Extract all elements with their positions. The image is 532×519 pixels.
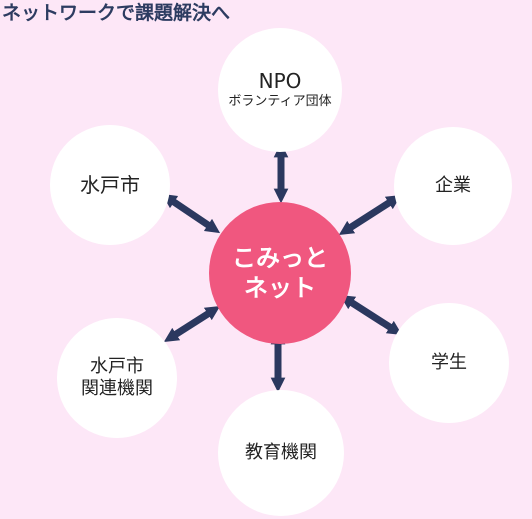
arrow-company [338, 195, 402, 235]
node-city-org-sublabel: 関連機関 [81, 378, 153, 399]
node-npo-sublabel: ボランティア団体 [228, 94, 332, 110]
node-company: 企業 [394, 127, 512, 245]
node-company-label: 企業 [435, 174, 471, 196]
arrow-city-org [163, 306, 221, 342]
node-education: 教育機関 [218, 390, 344, 516]
center-label-line1: こみっと [232, 244, 328, 272]
arrow-student [339, 295, 403, 335]
arrow-city [161, 193, 221, 234]
node-city: 水戸市 [50, 125, 170, 245]
node-city-org-label: 水戸市 [90, 355, 144, 377]
diagram-title: ネットワークで課題解決へ [2, 2, 231, 24]
node-npo-label: NPO [258, 69, 302, 94]
center-label-line2: ネット [244, 274, 316, 302]
node-city-org: 水戸市 関連機関 [57, 318, 177, 438]
node-education-label: 教育機関 [245, 441, 317, 463]
node-city-label: 水戸市 [80, 172, 140, 197]
center-node: こみっと ネット [209, 202, 351, 344]
node-npo: NPO ボランティア団体 [218, 28, 342, 152]
node-student: 学生 [389, 303, 509, 423]
node-student-label: 学生 [431, 351, 467, 373]
